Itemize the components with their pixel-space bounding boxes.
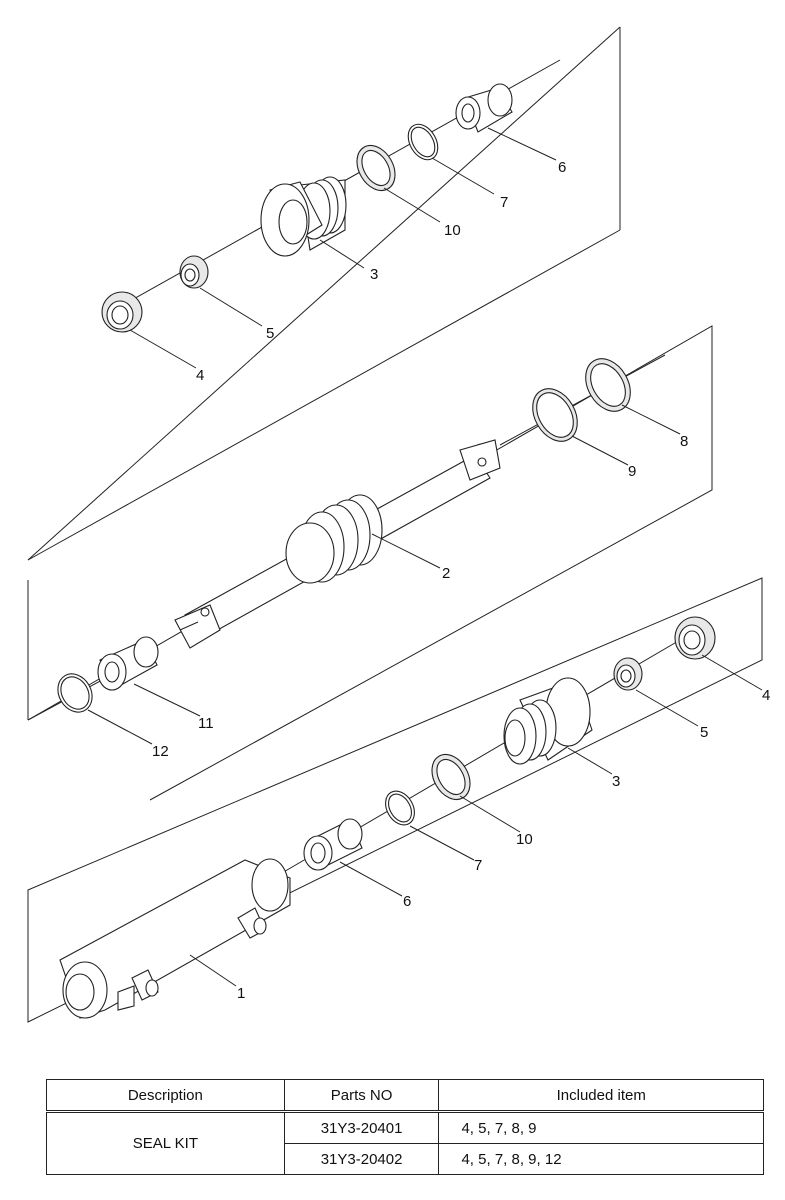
- table-row: 31Y3-20402 4, 5, 7, 8, 9, 12: [47, 1143, 764, 1175]
- callout-8: 8: [680, 433, 688, 450]
- part-10-top: [356, 144, 396, 192]
- part-5-top: [179, 255, 209, 289]
- header-description: Description: [46, 1079, 285, 1113]
- callout-7-top: 7: [500, 194, 508, 211]
- callout-10-bottom: 10: [516, 831, 533, 848]
- callout-3-top: 3: [370, 266, 378, 283]
- part-3-top: [260, 176, 347, 257]
- middle-assembly: 8 9 2 11 12: [27, 354, 688, 760]
- callout-3-bottom: 3: [612, 773, 620, 790]
- callout-10-top: 10: [444, 222, 461, 239]
- callout-5-top: 5: [266, 325, 274, 342]
- callout-6-bottom: 6: [403, 893, 411, 910]
- part-12: [57, 673, 93, 713]
- part-8: [585, 358, 631, 412]
- callout-7-bottom: 7: [474, 857, 482, 874]
- part-4-bottom: [674, 616, 716, 660]
- part-no-cell: 31Y3-20402: [283, 1143, 440, 1175]
- included-items-cell: 4, 5, 7, 8, 9: [438, 1111, 764, 1144]
- callout-11: 11: [198, 715, 214, 732]
- top-assembly: 6 7 10 3 5 4: [101, 59, 566, 384]
- part-2-rod: [174, 439, 501, 649]
- description-cell: SEAL KIT: [46, 1111, 285, 1175]
- table-row: SEAL KIT 31Y3-20401 4, 5, 7, 8, 9: [46, 1111, 764, 1175]
- callout-9: 9: [628, 463, 636, 480]
- part-1-tube: [59, 858, 291, 1019]
- part-6-top: [455, 83, 513, 133]
- exploded-parts-diagram: 6 7 10 3 5 4: [27, 26, 770, 1023]
- callout-6-top: 6: [558, 159, 566, 176]
- table-header-row: Description Parts NO Included item: [46, 1079, 764, 1113]
- part-4-top: [101, 291, 143, 333]
- part-9: [532, 388, 578, 442]
- part-no-cell: 31Y3-20401: [283, 1111, 440, 1144]
- part-7-bottom: [385, 790, 415, 826]
- callout-2: 2: [442, 565, 450, 582]
- callout-4-bottom: 4: [762, 687, 770, 704]
- part-5-bottom: [613, 657, 643, 691]
- callout-12: 12: [152, 743, 169, 760]
- callout-1: 1: [237, 985, 245, 1002]
- callout-5-bottom: 5: [700, 724, 708, 741]
- part-7-top: [407, 123, 439, 161]
- part-3-bottom: [503, 677, 593, 765]
- part-11: [97, 636, 159, 691]
- part-6-bottom: [303, 818, 363, 871]
- header-parts-no: Parts NO: [283, 1079, 440, 1113]
- included-items-cell: 4, 5, 7, 8, 9, 12: [438, 1143, 764, 1175]
- seal-kit-table: Description Parts NO Included item SEAL …: [46, 1079, 764, 1175]
- header-included-item: Included item: [438, 1079, 764, 1113]
- bottom-assembly: 4 5 3 10 7 6 1: [59, 616, 770, 1019]
- part-10-bottom: [431, 753, 471, 801]
- callout-4-top: 4: [196, 367, 204, 384]
